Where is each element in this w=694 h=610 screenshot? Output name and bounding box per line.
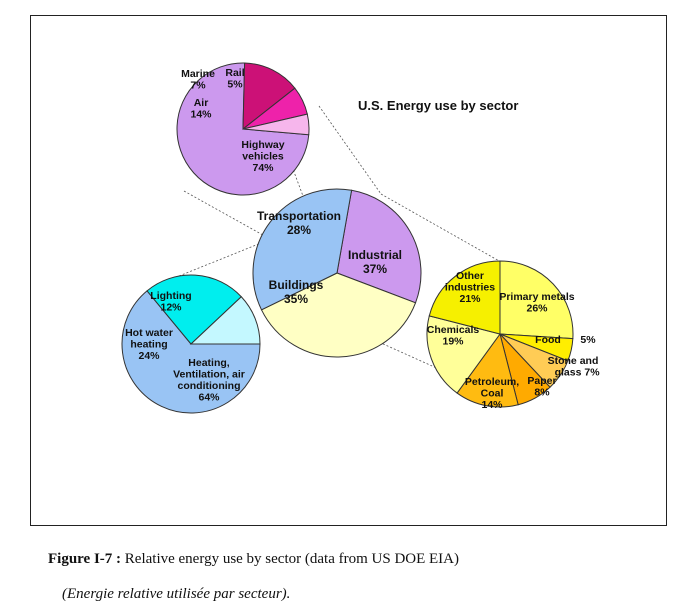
figure-caption: Figure I-7 : Relative energy use by sect… [48, 551, 459, 568]
slice-value: 21% [459, 293, 481, 305]
slice-value: 12% [160, 302, 182, 314]
slice-value: 28% [287, 223, 311, 237]
pie-slice-sector-buildings [252, 188, 353, 311]
chart-title: U.S. Energy use by sector [358, 98, 518, 113]
slice-value: 8% [534, 387, 550, 399]
pie-slice-industrial-chemicals [426, 315, 501, 394]
figure-caption-french: (Energie relative utilisée par secteur). [62, 586, 291, 602]
slice-value: 7% [190, 80, 206, 92]
figure-label: Figure I-7 : [48, 551, 122, 567]
slice-value: 5% [227, 79, 243, 91]
slice-value: 7% [584, 367, 600, 379]
slice-value: 37% [363, 262, 387, 276]
pie-slice-industrial-primary-metals [499, 260, 574, 340]
slice-value: 35% [284, 292, 308, 306]
pies [121, 62, 574, 414]
pie-slice-transportation-air [242, 62, 296, 131]
slice-value: 26% [526, 303, 548, 315]
pie-slice-industrial-other-industries [428, 260, 501, 335]
pie-slice-buildings-lighting [189, 296, 261, 345]
pie-slice-transportation-rail [242, 113, 310, 136]
pie-slice-sector-industrial [260, 272, 417, 358]
connector-line [380, 193, 502, 263]
slice-value: 14% [190, 109, 212, 121]
slice-value: 24% [138, 350, 160, 362]
slice-value: 5% [580, 334, 596, 346]
pie-slice-buildings-heating-ventilation-air-conditioning [121, 290, 261, 414]
pie-slice-sector-transportation [336, 189, 422, 304]
slice-value: 64% [198, 392, 220, 404]
slice-value: 74% [252, 162, 274, 174]
connector-line [318, 105, 382, 195]
slice-value: 14% [481, 399, 503, 411]
pie-slice-industrial-petroleum-coal [456, 332, 519, 408]
pie-slice-buildings-hot-water-heating [146, 274, 243, 345]
slice-value: 19% [442, 336, 464, 348]
caption-text: Relative energy use by sector (data from… [121, 551, 460, 567]
